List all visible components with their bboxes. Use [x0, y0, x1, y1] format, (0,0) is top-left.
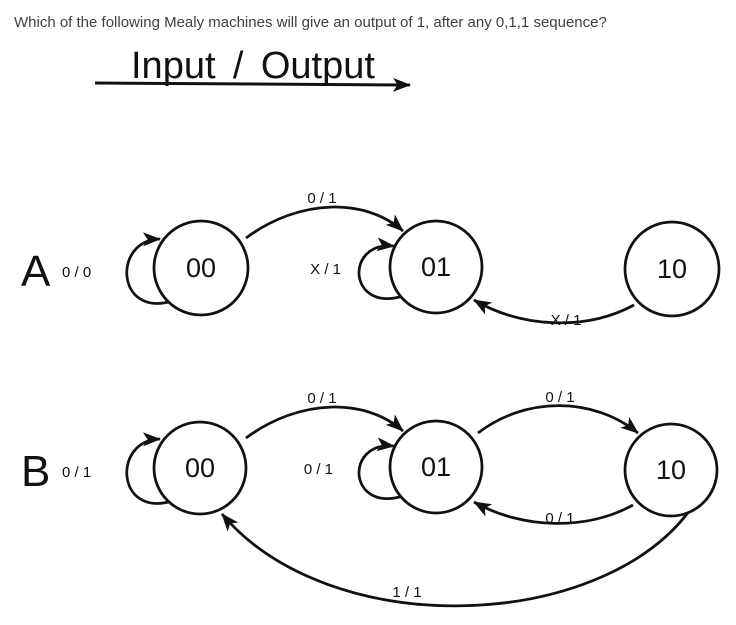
transition-b-00-01-label: 0 / 1 — [307, 390, 336, 407]
transition-b-01-10 — [477, 404, 639, 435]
state-b-00 — [152, 420, 248, 516]
transition-b-01-10-label: 0 / 1 — [545, 389, 574, 406]
state-a-00 — [152, 219, 250, 317]
state-a-10-label: 10 — [657, 254, 687, 284]
machine-a: A 0 / 0 0 / 1 X / 1 X / 1 00 01 10 — [21, 190, 721, 329]
state-b-10 — [623, 422, 719, 518]
state-b-01 — [388, 419, 484, 515]
transition-a-01-01-label: X / 1 — [310, 261, 341, 278]
state-a-01-label: 01 — [421, 252, 451, 282]
transition-b-00-00-label: 0 / 1 — [62, 464, 91, 481]
transition-b-01-01-label: 0 / 1 — [304, 461, 333, 478]
state-b-00-label: 00 — [185, 453, 215, 483]
machine-a-label: A — [21, 247, 51, 296]
state-b-10-label: 10 — [656, 455, 686, 485]
transition-b-10-00-label: 1 / 1 — [392, 584, 421, 601]
machine-b-label: B — [21, 447, 50, 496]
transition-a-10-01-label: X / 1 — [551, 312, 582, 329]
transition-b-00-01 — [245, 405, 404, 440]
transition-a-00-01-label: 0 / 1 — [307, 190, 336, 207]
state-a-00-label: 00 — [186, 253, 216, 283]
question-text: Which of the following Mealy machines wi… — [14, 14, 607, 31]
transition-a-00-00-label: 0 / 0 — [62, 264, 91, 281]
state-a-01 — [388, 219, 484, 315]
transition-b-10-00 — [220, 509, 692, 608]
transition-b-10-01-label: 0 / 1 — [545, 510, 574, 527]
state-a-10 — [623, 220, 721, 318]
transition-b-10-01 — [473, 500, 634, 525]
legend: Input / Output — [94, 45, 411, 92]
transition-b-01-01 — [357, 437, 404, 500]
legend-label: Input / Output — [131, 45, 375, 87]
transition-a-00-00 — [125, 232, 173, 305]
legend-arrow-icon — [94, 77, 411, 92]
transition-a-01-01 — [357, 237, 404, 300]
transition-a-00-01 — [245, 205, 404, 240]
transition-b-00-00 — [125, 432, 173, 505]
transition-a-10-01 — [473, 298, 635, 325]
state-b-01-label: 01 — [421, 452, 451, 482]
machine-b: B 0 / 1 0 / 1 0 / 1 0 / 1 0 / 1 1 / 1 00 — [21, 389, 719, 608]
